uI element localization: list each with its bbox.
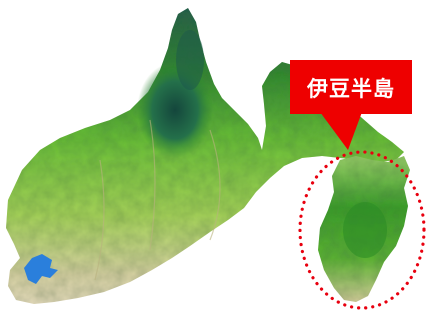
izu-highlight-ring <box>298 150 426 310</box>
lake-hamana <box>24 254 58 284</box>
callout-box <box>290 60 412 114</box>
callout: 伊豆半島 <box>290 60 412 150</box>
river-lines <box>94 119 221 281</box>
callout-pointer <box>320 112 362 150</box>
callout-label: 伊豆半島 <box>306 77 395 101</box>
